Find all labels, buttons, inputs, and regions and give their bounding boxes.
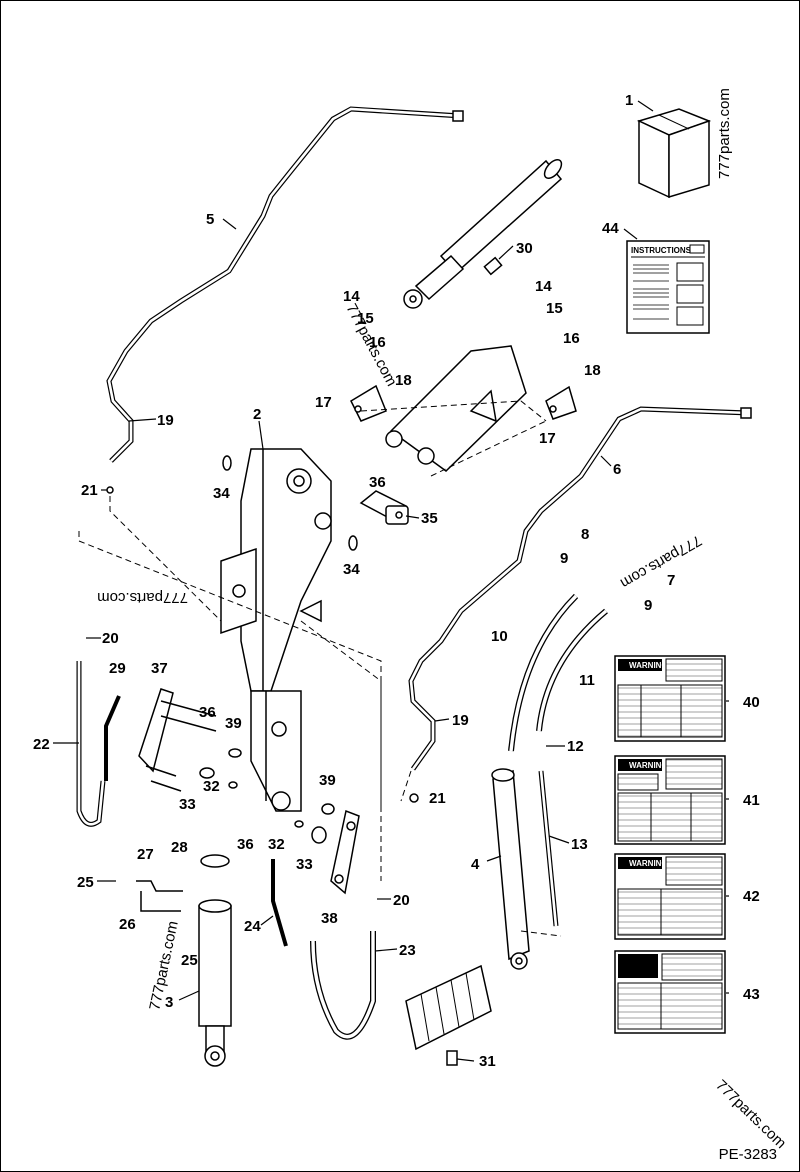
boom-arm xyxy=(220,448,332,812)
callout-12: 12 xyxy=(567,738,584,755)
decal-42: WARNING xyxy=(614,853,726,940)
callout-23: 23 xyxy=(399,942,416,959)
callout-36b: 36 xyxy=(199,704,216,721)
callout-29: 29 xyxy=(109,660,126,677)
decal-40-title: WARNING xyxy=(629,661,668,670)
callout-32b: 32 xyxy=(268,836,285,853)
callout-labels: 1 2 3 4 5 6 7 8 9 9 10 11 12 13 14 14 15… xyxy=(33,92,760,1070)
callout-18a: 18 xyxy=(395,372,412,389)
callout-16b: 16 xyxy=(563,330,580,347)
callout-14a: 14 xyxy=(343,288,360,305)
callout-30: 30 xyxy=(516,240,533,257)
callout-2: 2 xyxy=(253,406,261,423)
callout-7: 7 xyxy=(667,572,675,589)
callout-17a: 17 xyxy=(315,394,332,411)
instructions-title: INSTRUCTIONS xyxy=(631,246,692,255)
instructions-manual: INSTRUCTIONS xyxy=(626,240,710,334)
callout-25a: 25 xyxy=(77,874,94,891)
callout-43: 43 xyxy=(743,986,760,1003)
callout-15a: 15 xyxy=(357,310,374,327)
callout-9a: 9 xyxy=(560,550,568,567)
callout-41: 41 xyxy=(743,792,760,809)
pin-35 xyxy=(359,490,409,525)
callout-11: 11 xyxy=(579,672,595,689)
callout-16a: 16 xyxy=(369,334,386,351)
callout-21b: 21 xyxy=(429,790,446,807)
callout-37: 37 xyxy=(151,660,168,677)
callout-20a: 20 xyxy=(102,630,119,647)
callout-10: 10 xyxy=(491,628,508,645)
decal-43 xyxy=(614,950,726,1034)
callout-36a: 36 xyxy=(369,474,386,491)
callout-18b: 18 xyxy=(584,362,601,379)
decal-42-title: WARNING xyxy=(629,859,668,868)
callout-44: 44 xyxy=(602,220,619,237)
watermark-top-right: 777parts.com xyxy=(716,88,733,179)
callout-33b: 33 xyxy=(296,856,313,873)
watermark-left-bottom: 777parts.com xyxy=(146,919,182,1011)
callout-35: 35 xyxy=(421,510,438,527)
part-box xyxy=(636,108,712,199)
plate-37 xyxy=(138,688,217,792)
tube-line-5 xyxy=(106,106,464,463)
washers xyxy=(106,455,419,844)
boom-bracket xyxy=(385,345,527,472)
callout-3: 3 xyxy=(165,994,173,1011)
watermark-left-mid: 777parts.com xyxy=(97,589,188,606)
callout-19a: 19 xyxy=(157,412,174,429)
callout-28: 28 xyxy=(171,839,188,856)
callout-13: 13 xyxy=(571,836,588,853)
watermark-right-mid: 777parts.com xyxy=(617,532,704,592)
watermark-bottom-right: 777parts.com xyxy=(712,1077,789,1152)
callout-24: 24 xyxy=(244,918,261,935)
callout-33a: 33 xyxy=(179,796,196,813)
callout-39a: 39 xyxy=(225,715,242,732)
decal-41-title: WARNING xyxy=(629,761,668,770)
callout-8: 8 xyxy=(581,526,589,543)
leader-lines xyxy=(53,100,729,1062)
hoses xyxy=(76,593,608,1040)
callout-26: 26 xyxy=(119,916,136,933)
callout-4: 4 xyxy=(471,856,480,873)
decal-41: WARNING xyxy=(614,755,726,845)
document-code: PE-3283 xyxy=(718,1146,777,1163)
cylinder-4 xyxy=(491,768,530,970)
callout-40: 40 xyxy=(743,694,760,711)
callout-39b: 39 xyxy=(319,772,336,789)
callout-42: 42 xyxy=(743,888,760,905)
callout-17b: 17 xyxy=(539,430,556,447)
control-valve xyxy=(405,964,492,1066)
cylinder-3 xyxy=(198,899,232,1067)
cylinder-top xyxy=(403,158,563,309)
mount-bracket-left xyxy=(350,384,387,422)
guide-lines xyxy=(78,400,562,937)
plate-38 xyxy=(330,809,360,895)
callout-34b: 34 xyxy=(343,561,360,578)
callout-19b: 19 xyxy=(452,712,469,729)
callout-31: 31 xyxy=(479,1053,496,1070)
callout-20b: 20 xyxy=(393,892,410,909)
tube-line-6 xyxy=(408,406,752,771)
callout-22: 22 xyxy=(33,736,50,753)
callout-15b: 15 xyxy=(546,300,563,317)
callout-27: 27 xyxy=(137,846,154,863)
mount-bracket-right xyxy=(545,385,577,420)
callout-21a: 21 xyxy=(81,482,98,499)
callout-34a: 34 xyxy=(213,485,230,502)
callout-9b: 9 xyxy=(644,597,652,614)
clamp-bracket xyxy=(136,854,230,912)
callout-6: 6 xyxy=(613,461,621,478)
callout-14b: 14 xyxy=(535,278,552,295)
callout-5: 5 xyxy=(206,211,214,228)
callout-38: 38 xyxy=(321,910,338,927)
callout-25b: 25 xyxy=(181,952,198,969)
decal-40: WARNING xyxy=(614,655,726,742)
callout-32a: 32 xyxy=(203,778,220,795)
callout-1: 1 xyxy=(625,92,633,109)
callout-36c: 36 xyxy=(237,836,254,853)
